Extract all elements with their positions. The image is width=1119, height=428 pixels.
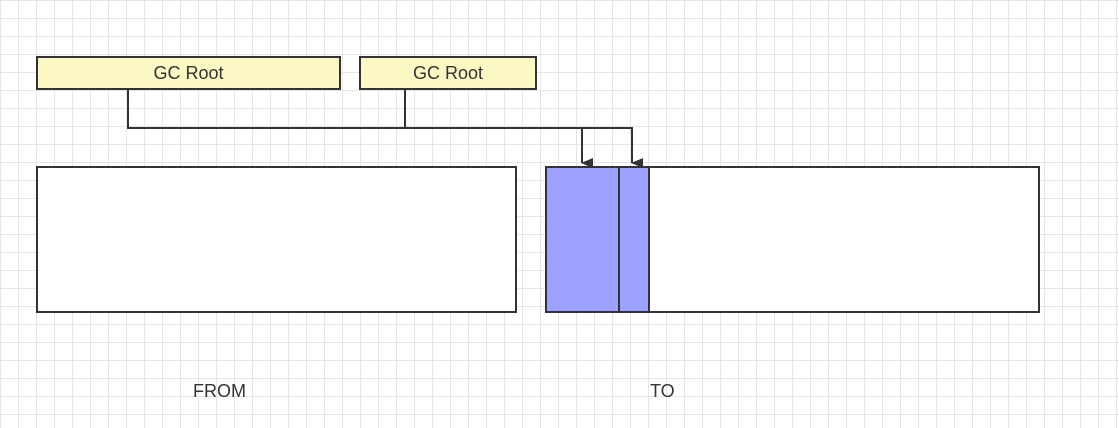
to-space-label: TO [650, 381, 675, 401]
to-space-box [545, 166, 1040, 313]
gc-root-label: GC Root [153, 62, 224, 83]
from-space-label: FROM [193, 381, 246, 401]
gc-root-box: GC Root [36, 56, 341, 90]
gc-root-box: GC Root [359, 56, 537, 90]
copied-object-block [620, 168, 650, 311]
root-1-reference-line [127, 90, 593, 168]
gc-root-label: GC Root [412, 62, 484, 83]
root-2-reference-line [404, 90, 643, 168]
copied-object-block [547, 168, 620, 311]
from-space-box [36, 166, 517, 313]
